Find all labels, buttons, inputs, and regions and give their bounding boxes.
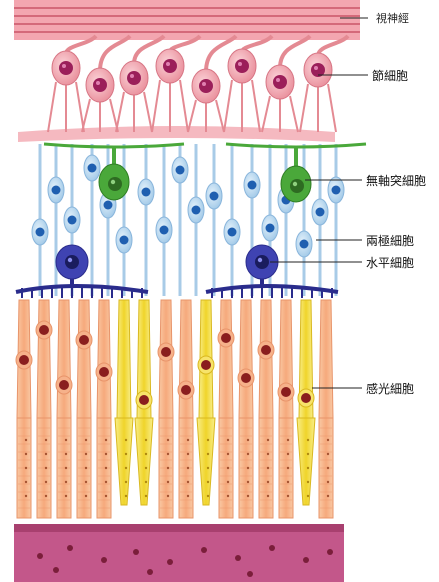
label-optic-nerve: 視神經 bbox=[376, 11, 409, 25]
label-horizontal-cell: 水平細胞 bbox=[366, 256, 414, 270]
rod-cell bbox=[36, 300, 52, 518]
horizontal-cell-layer bbox=[16, 245, 338, 298]
rod-cell bbox=[258, 300, 274, 518]
bipolar-cell bbox=[84, 144, 100, 296]
bipolar-cell bbox=[224, 144, 240, 296]
ganglion-cell bbox=[300, 36, 348, 132]
pigment-granule bbox=[269, 545, 275, 551]
pigment-epithelium bbox=[14, 524, 344, 582]
bipolar-cell bbox=[138, 144, 154, 296]
pigment-granule bbox=[167, 559, 173, 565]
rod-cell bbox=[278, 300, 294, 518]
rod-cell bbox=[158, 300, 174, 518]
pigment-granule bbox=[101, 557, 107, 563]
rod-cell bbox=[178, 300, 194, 518]
label-photoreceptor-cell: 感光細胞 bbox=[366, 381, 414, 396]
rod-cell bbox=[16, 300, 32, 518]
pigment-granule bbox=[247, 571, 253, 577]
ganglion-cell-layer bbox=[18, 36, 348, 142]
rod-cell bbox=[238, 300, 254, 518]
pigment-granule bbox=[53, 567, 59, 573]
bipolar-cell bbox=[156, 144, 172, 296]
cone-cell bbox=[115, 300, 133, 505]
bipolar-cell bbox=[328, 144, 344, 296]
rod-cell bbox=[56, 300, 72, 518]
label-bipolar-cell: 兩極細胞 bbox=[366, 233, 414, 248]
rod-cell bbox=[319, 300, 333, 518]
ganglion-cell bbox=[116, 36, 164, 132]
pigment-granule bbox=[235, 555, 241, 561]
rod-cell bbox=[76, 300, 92, 518]
bipolar-cell bbox=[206, 144, 222, 296]
pigment-granule bbox=[303, 557, 309, 563]
photoreceptor-layer bbox=[16, 300, 333, 518]
pigment-granule bbox=[201, 547, 207, 553]
pigment-granule bbox=[147, 569, 153, 575]
bipolar-cell bbox=[188, 144, 204, 296]
pigment-granule bbox=[327, 549, 333, 555]
pigment-granule bbox=[37, 553, 43, 559]
rod-cell bbox=[96, 300, 112, 518]
horizontal-cell bbox=[206, 245, 338, 298]
rod-cell bbox=[218, 300, 234, 518]
cone-cell bbox=[197, 300, 215, 505]
cone-cell bbox=[297, 300, 315, 505]
cone-cell bbox=[135, 300, 153, 505]
bipolar-cell bbox=[312, 144, 328, 296]
bipolar-cell bbox=[32, 144, 48, 296]
pigment-granule bbox=[133, 549, 139, 555]
horizontal-cell bbox=[16, 245, 148, 298]
label-ganglion-cell: 節細胞 bbox=[372, 68, 408, 83]
label-amacrine-cell: 無軸突細胞 bbox=[366, 173, 426, 188]
ganglion-cell bbox=[188, 36, 236, 132]
pigment-granule bbox=[67, 545, 73, 551]
bipolar-cell bbox=[172, 144, 188, 296]
